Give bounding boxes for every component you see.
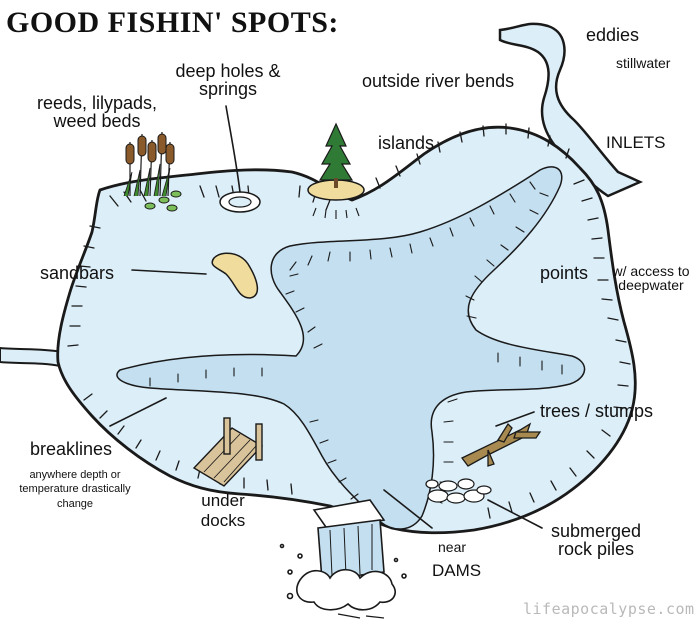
label-deep-holes-line1: deep holes & — [175, 61, 281, 81]
label-access-line2: deepwater — [618, 277, 684, 293]
label-access-deepwater: w/ access to deepwater — [606, 264, 696, 292]
label-islands: islands — [378, 133, 435, 153]
label-points: points — [540, 263, 589, 283]
label-under-docks: under docks — [178, 492, 268, 529]
label-trees-stumps: trees / stumps — [540, 401, 654, 421]
label-breaklines-note-line2: temperature drastically — [19, 483, 131, 496]
outlet-stream — [0, 346, 64, 368]
label-inlets: INLETS — [606, 133, 666, 152]
label-outside-river-bends: outside river bends — [362, 71, 515, 91]
label-breaklines-note-line3: change — [56, 497, 94, 510]
label-under: under — [201, 491, 245, 510]
dam-icon — [279, 499, 407, 619]
label-submerged-rock-piles: submerged rock piles — [536, 522, 656, 558]
label-reeds: reeds, lilypads, weed beds — [18, 94, 176, 130]
label-breaklines-note: anywhere depth or temperature drasticall… — [0, 468, 150, 511]
shore-hatching — [67, 123, 631, 519]
label-breaklines-note-line1: anywhere depth or — [29, 469, 121, 481]
label-eddies: eddies — [586, 25, 640, 45]
label-reeds-line1: reeds, lilypads, — [36, 93, 158, 113]
label-access-line1: w/ access to — [612, 263, 690, 279]
label-breaklines: breaklines — [30, 439, 113, 459]
page-title: GOOD FISHIN' SPOTS: — [6, 6, 339, 39]
label-rock-piles: rock piles — [557, 539, 635, 559]
leader-lines — [109, 105, 543, 529]
label-near: near — [438, 539, 467, 555]
rock-pile-icon — [425, 478, 492, 504]
island-icon — [307, 122, 365, 219]
label-deep-holes-line2: springs — [198, 79, 258, 99]
label-deep-holes: deep holes & springs — [168, 62, 288, 98]
watermark: lifeapocalypse.com — [523, 600, 695, 618]
label-docks: docks — [200, 511, 246, 530]
label-submerged: submerged — [550, 521, 642, 541]
driftwood-icon — [461, 422, 542, 467]
label-stillwater: stillwater — [616, 55, 671, 71]
dock-icon — [192, 417, 264, 487]
deep-hole-icon — [219, 191, 261, 213]
deep-channel — [116, 166, 586, 530]
label-reeds-line2: weed beds — [53, 111, 141, 131]
reeds-icon — [123, 131, 182, 212]
label-sandbars: sandbars — [40, 263, 115, 283]
channel-hatching — [149, 181, 563, 504]
label-dams: DAMS — [432, 561, 482, 580]
sandbar-icon — [211, 252, 259, 299]
